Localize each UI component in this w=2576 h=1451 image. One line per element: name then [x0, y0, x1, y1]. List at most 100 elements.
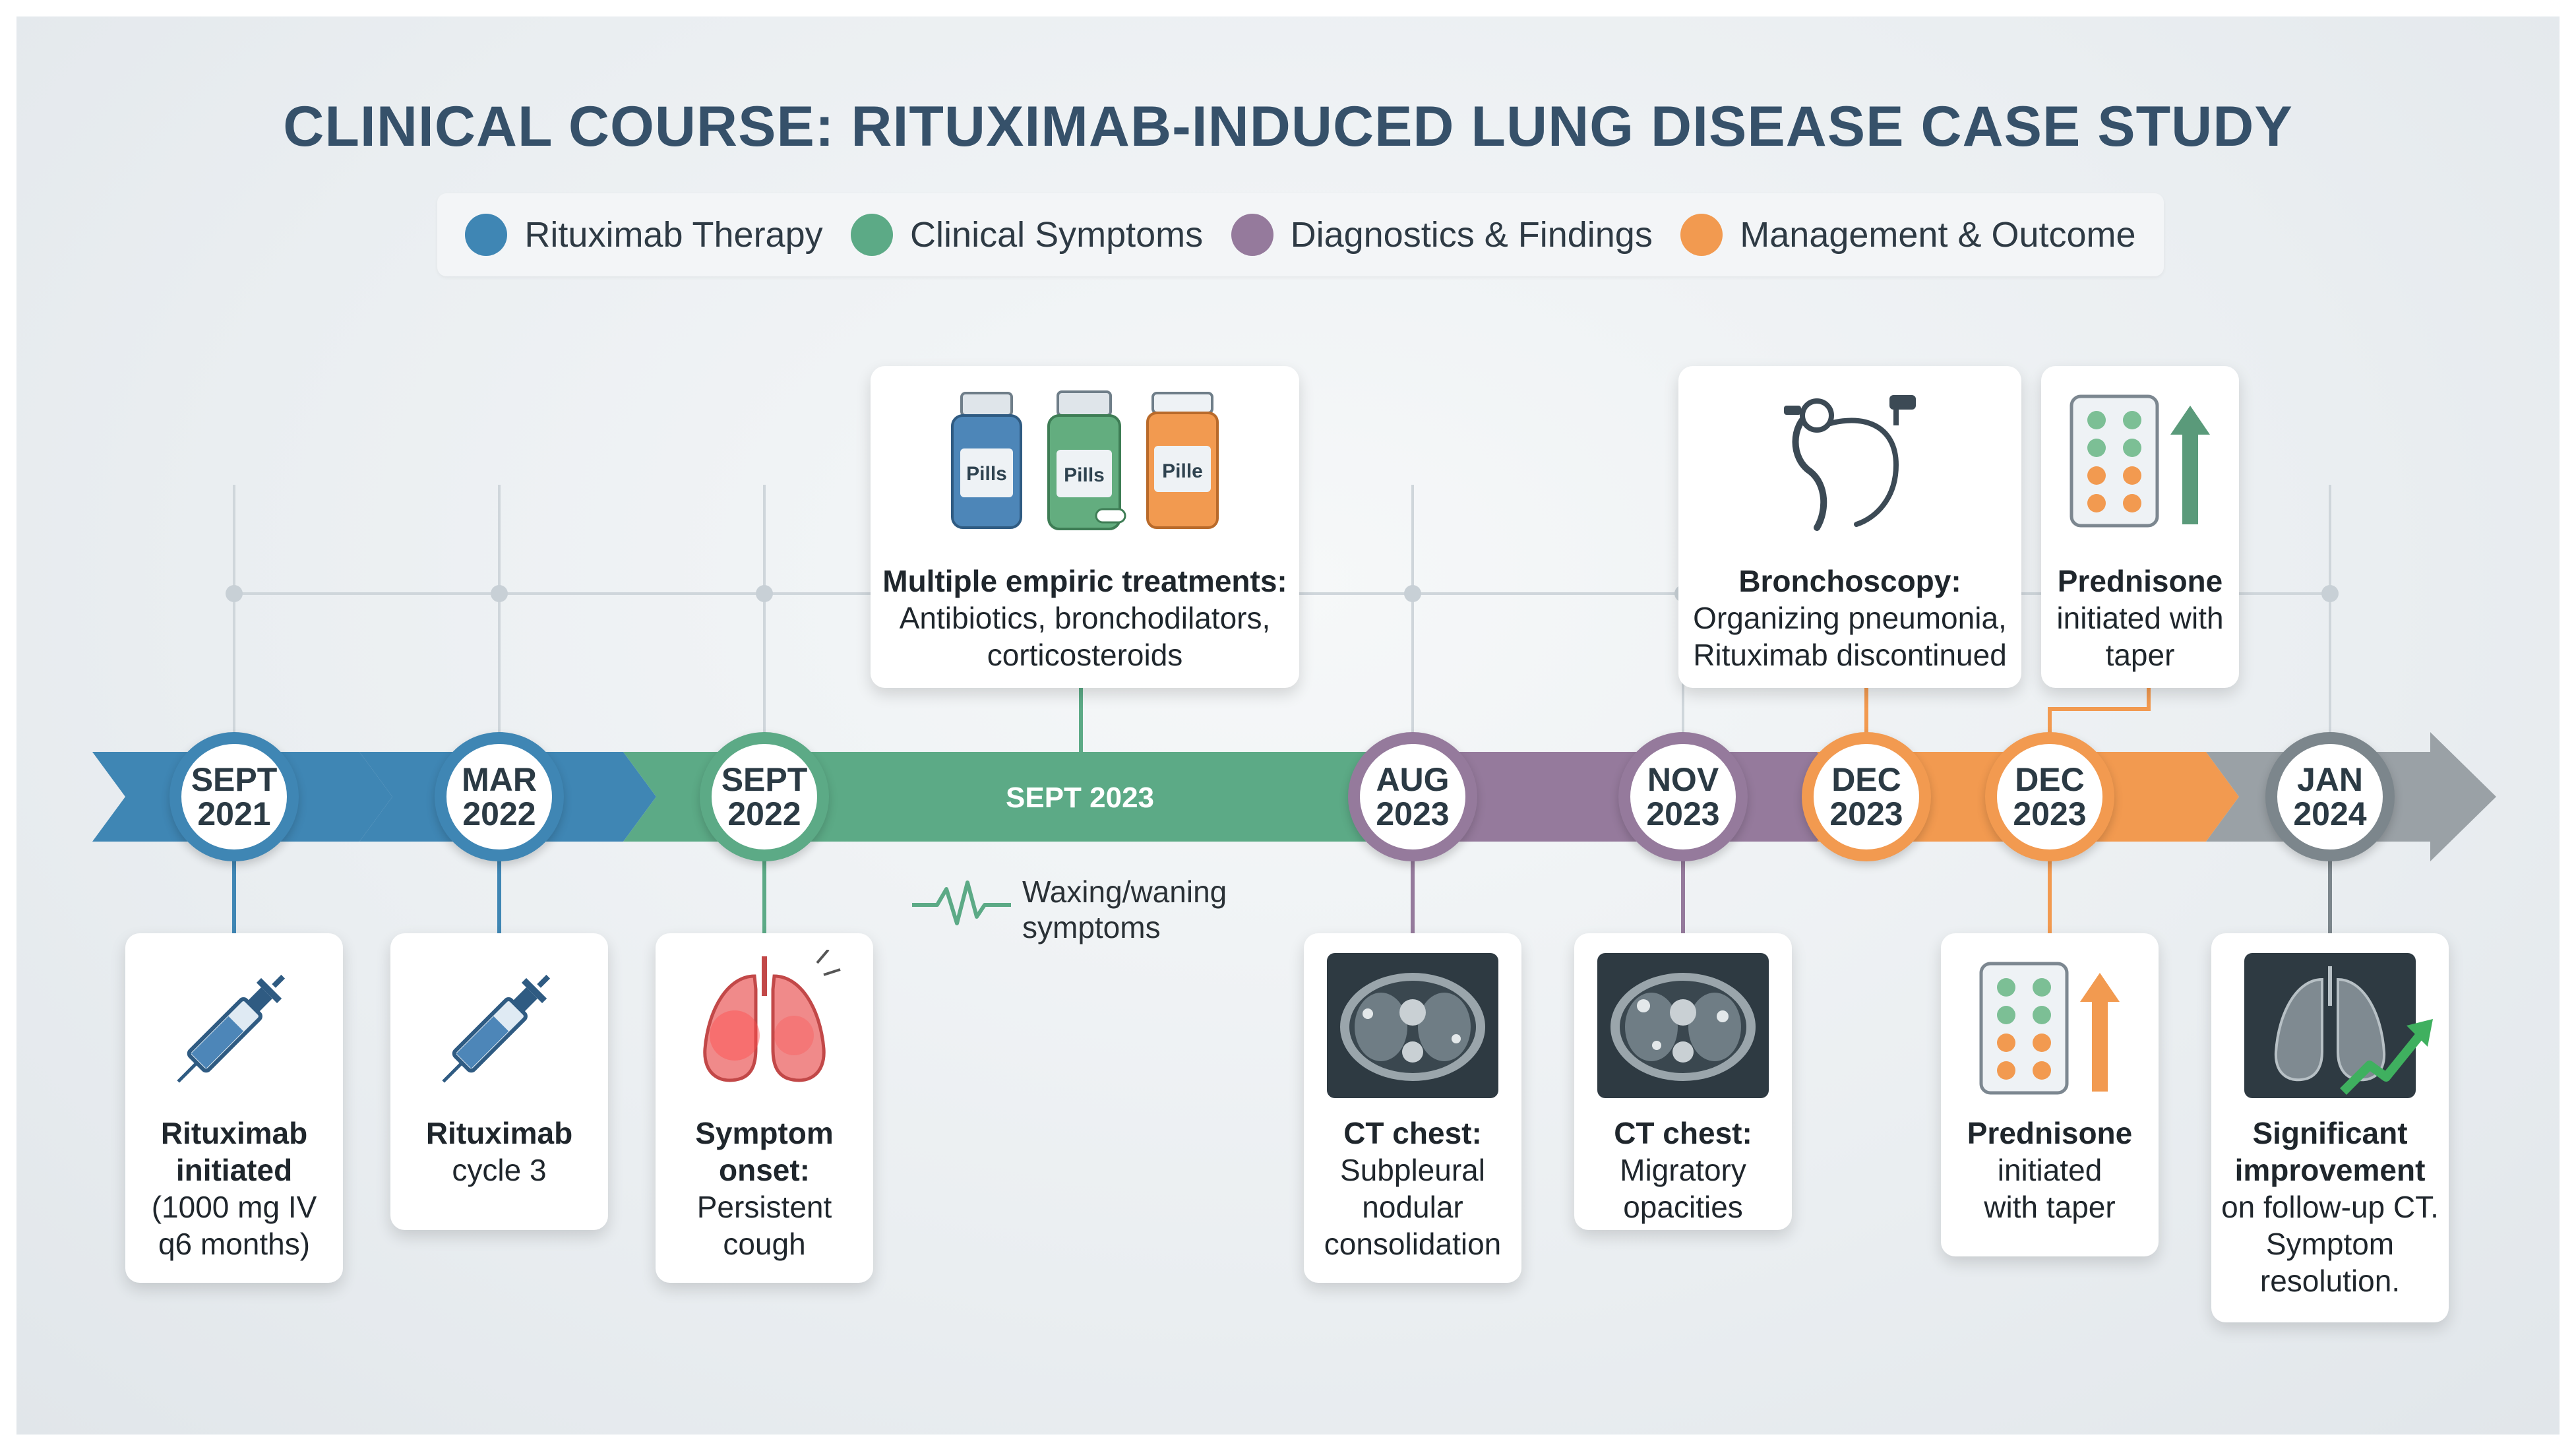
- node-year: 2023: [2013, 795, 2087, 832]
- legend-dot-icon: [465, 214, 508, 256]
- legend-label: Rituximab Therapy: [524, 215, 823, 255]
- bottle-label: Pills: [966, 463, 1007, 485]
- legend-dot-icon: [1680, 214, 1723, 256]
- card-heading: Rituximab: [425, 1116, 573, 1150]
- lungs-improvement-icon: [2244, 953, 2433, 1098]
- card-heading: CT chest:: [1614, 1116, 1752, 1150]
- event-card: Pills Pills Pille Multiple empiric treat…: [871, 366, 1299, 688]
- pill-pack-up-arrow-icon: [2070, 394, 2210, 528]
- waxing-note: Waxing/waning symptoms: [1022, 875, 1227, 944]
- legend-item-management: Management & Outcome: [1680, 214, 2136, 256]
- card-line: nodular: [1362, 1190, 1463, 1224]
- card-heading: Symptom: [695, 1116, 834, 1150]
- timeline-node: DEC 2023: [1802, 732, 1931, 861]
- card-line: Organizing pneumonia,: [1693, 601, 2007, 635]
- event-card: Prednisone initiated with taper: [1941, 933, 2159, 1256]
- legend-label: Diagnostics & Findings: [1290, 215, 1653, 255]
- node-year: 2023: [1646, 795, 1720, 832]
- page-title: CLINICAL COURSE: RITUXIMAB-INDUCED LUNG …: [283, 95, 2293, 158]
- card-line: taper: [2105, 638, 2175, 672]
- card-line: cycle 3: [452, 1153, 547, 1187]
- card-heading: improvement: [2234, 1153, 2426, 1187]
- ct-scan-icon: [1327, 953, 1498, 1098]
- timeline-node: MAR 2022: [435, 732, 564, 861]
- card-heading: Rituximab: [160, 1116, 308, 1150]
- card-line: consolidation: [1324, 1227, 1502, 1261]
- card-heading: onset:: [719, 1153, 810, 1187]
- pill-bottles-icon: Pills Pills Pille: [951, 390, 1219, 530]
- event-card: Rituximab cycle 3: [390, 933, 608, 1230]
- card-heading: CT chest:: [1343, 1116, 1482, 1150]
- card-heading: Bronchoscopy:: [1738, 564, 1961, 598]
- node-month: JAN: [2296, 761, 2364, 798]
- legend-dot-icon: [851, 214, 894, 256]
- card-line: cough: [723, 1227, 806, 1261]
- bottle-label: Pills: [1064, 464, 1105, 486]
- syringe-icon: [442, 974, 551, 1083]
- inflamed-lungs-icon: [703, 950, 841, 1082]
- node-year: 2023: [1829, 795, 1903, 832]
- band-label: SEPT 2023: [1006, 782, 1155, 814]
- card-line: Persistent: [696, 1190, 832, 1224]
- event-card: Bronchoscopy: Organizing pneumonia, Ritu…: [1678, 366, 2021, 688]
- card-heading: Significant: [2252, 1116, 2408, 1150]
- heartbeat-icon: [912, 880, 1011, 925]
- legend-item-therapy: Rituximab Therapy: [465, 214, 823, 256]
- card-heading: Prednisone: [1967, 1116, 2133, 1150]
- card-line: initiated: [1997, 1153, 2102, 1187]
- timeline-node: DEC 2023: [1985, 732, 2114, 861]
- event-card: Symptom onset: Persistent cough: [656, 933, 873, 1283]
- timeline-node: JAN 2024: [2265, 732, 2395, 861]
- node-month: SEPT: [191, 761, 278, 798]
- node-month: SEPT: [721, 761, 808, 798]
- event-card: CT chest: Subpleural nodular consolidati…: [1304, 933, 1521, 1283]
- node-month: AUG: [1376, 761, 1450, 798]
- timeline-node: SEPT 2021: [169, 732, 299, 861]
- node-year: 2022: [462, 795, 536, 832]
- card-line: Symptom: [2265, 1227, 2395, 1261]
- legend-dot-icon: [1231, 214, 1273, 256]
- event-card: CT chest: Migratory opacities: [1574, 933, 1792, 1230]
- bottle-label: Pille: [1162, 460, 1203, 482]
- node-month: MAR: [462, 761, 537, 798]
- node-year: 2022: [727, 795, 801, 832]
- legend-item-diagnostics: Diagnostics & Findings: [1231, 214, 1653, 256]
- card-line: corticosteroids: [987, 638, 1183, 672]
- pill-pack-up-arrow-icon: [1979, 962, 2120, 1095]
- syringe-icon: [177, 974, 286, 1083]
- card-line: Antibiotics, bronchodilators,: [899, 601, 1271, 635]
- legend-item-symptoms: Clinical Symptoms: [851, 214, 1203, 256]
- bronchoscope-icon: [1784, 395, 1916, 531]
- event-card: Prednisone initiated with taper: [2041, 366, 2239, 688]
- card-heading: Prednisone: [2057, 564, 2223, 598]
- card-line: Subpleural: [1340, 1153, 1485, 1187]
- card-heading: initiated: [175, 1153, 293, 1187]
- card-line: (1000 mg IV: [151, 1190, 317, 1224]
- infographic-canvas: CLINICAL COURSE: RITUXIMAB-INDUCED LUNG …: [16, 16, 2560, 1435]
- card-line: q6 months): [158, 1227, 311, 1261]
- legend: Rituximab Therapy Clinical Symptoms Diag…: [437, 193, 2164, 276]
- timeline-node: SEPT 2022: [700, 732, 829, 861]
- legend-label: Clinical Symptoms: [910, 215, 1204, 255]
- node-year: 2024: [2293, 795, 2367, 832]
- card-line: on follow-up CT.: [2221, 1190, 2439, 1224]
- ct-scan-icon: [1597, 953, 1769, 1098]
- node-month: DEC: [1831, 761, 1901, 798]
- legend-label: Management & Outcome: [1740, 215, 2136, 255]
- connector-lines: [232, 679, 2332, 937]
- card-line: resolution.: [2259, 1264, 2401, 1298]
- card-line: Migratory: [1620, 1153, 1746, 1187]
- card-line: initiated with: [2056, 601, 2224, 635]
- node-year: 2023: [1376, 795, 1450, 832]
- card-line: with taper: [1984, 1190, 2116, 1224]
- node-month: NOV: [1647, 761, 1719, 798]
- timeline-node: NOV 2023: [1618, 732, 1748, 861]
- card-line: opacities: [1623, 1190, 1743, 1224]
- event-card: Significant improvement on follow-up CT.…: [2211, 933, 2449, 1322]
- card-line: Rituximab discontinued: [1693, 638, 2007, 672]
- timeline-node: AUG 2023: [1348, 732, 1477, 861]
- event-card: Rituximab initiated (1000 mg IV q6 month…: [125, 933, 343, 1283]
- card-heading: Multiple empiric treatments:: [882, 564, 1287, 598]
- node-year: 2021: [197, 795, 271, 832]
- node-month: DEC: [2015, 761, 2085, 798]
